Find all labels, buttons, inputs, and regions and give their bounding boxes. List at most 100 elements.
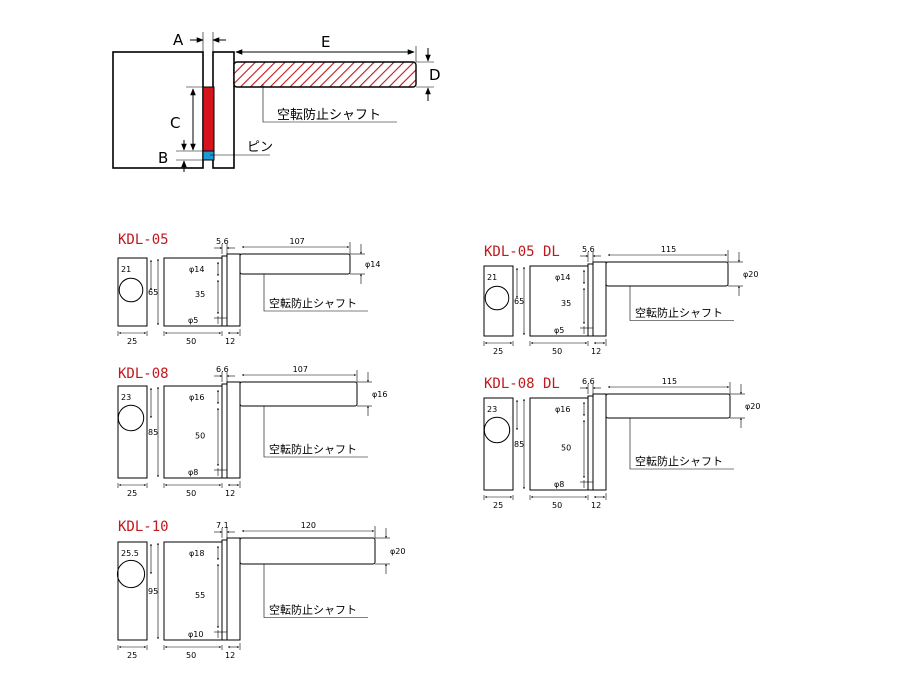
plate-dimension: 12 xyxy=(225,651,235,660)
wall-plate xyxy=(226,381,241,479)
middle-dimension: 35 xyxy=(561,299,571,308)
upper-diameter: φ16 xyxy=(555,405,570,414)
upper-diameter: φ16 xyxy=(189,393,204,402)
gap-dimension: 5.6 xyxy=(216,237,229,246)
model-title: KDL-05 xyxy=(118,232,169,248)
model-drawing-4: KDL-05 DL 21 25 65 50 12 5.6 φ14 35 φ5 115 φ20 空転防止シ… xyxy=(483,244,758,356)
hole-dimension: 23 xyxy=(121,393,131,402)
side-block xyxy=(117,257,148,327)
overview-diagram: A E D C B 空転防止シャフト ピン xyxy=(112,31,441,172)
base-dimension: 25 xyxy=(127,651,137,660)
lower-diameter: φ10 xyxy=(188,630,203,639)
plate-dimension: 12 xyxy=(591,347,601,356)
wall-plate xyxy=(226,537,241,641)
upper-diameter: φ14 xyxy=(189,265,204,274)
base-dimension: 25 xyxy=(127,489,137,498)
shaft-label: 空転防止シャフト xyxy=(269,296,357,310)
shaft-label: 空転防止シャフト xyxy=(635,306,723,320)
length-dimension: 107 xyxy=(290,237,305,246)
middle-dimension: 50 xyxy=(561,443,571,452)
dimension-c-label: C xyxy=(170,114,180,132)
side-block xyxy=(483,397,514,491)
pin-blue-part xyxy=(202,150,215,161)
length-dimension: 107 xyxy=(293,365,308,374)
shaft xyxy=(239,381,358,407)
hinge-red-part xyxy=(202,86,215,152)
wall-plate xyxy=(212,51,235,169)
height-dimension: 85 xyxy=(148,428,158,437)
hinge-strip xyxy=(221,383,228,479)
model-title: KDL-08 xyxy=(118,366,169,382)
shaft-callout: 空転防止シャフト xyxy=(277,107,381,123)
shaft-diameter: φ16 xyxy=(372,390,387,399)
dimension-a-label: A xyxy=(173,31,184,49)
shaft-diameter: φ14 xyxy=(365,260,380,269)
body-dimension: 50 xyxy=(186,337,196,346)
model-title: KDL-10 xyxy=(118,519,169,535)
base-dimension: 25 xyxy=(493,347,503,356)
plate-dimension: 12 xyxy=(225,489,235,498)
wall-plate xyxy=(592,261,607,337)
shaft-label: 空転防止シャフト xyxy=(635,454,723,468)
shaft-label: 空転防止シャフト xyxy=(269,442,357,456)
hole-dimension: 21 xyxy=(121,265,131,274)
wall-plate xyxy=(226,253,241,327)
dimension-e-label: E xyxy=(321,33,330,51)
keyhole xyxy=(484,285,510,311)
gap-dimension: 6.6 xyxy=(582,377,595,386)
keyhole xyxy=(117,404,145,432)
model-drawing-5: KDL-08 DL 23 25 85 50 12 6.6 φ16 50 φ8 115 φ20 空転防止シ… xyxy=(483,376,760,510)
height-dimension: 65 xyxy=(514,297,524,306)
shaft-diameter: φ20 xyxy=(743,270,758,279)
body-dimension: 50 xyxy=(186,651,196,660)
plate-dimension: 12 xyxy=(591,501,601,510)
length-dimension: 115 xyxy=(661,245,676,254)
height-dimension: 65 xyxy=(148,288,158,297)
keyhole xyxy=(116,559,146,589)
gap-dimension: 5.6 xyxy=(582,245,595,254)
shaft xyxy=(239,537,376,565)
body-dimension: 50 xyxy=(552,347,562,356)
wall-plate xyxy=(592,393,607,491)
middle-dimension: 55 xyxy=(195,591,205,600)
middle-dimension: 50 xyxy=(195,431,205,440)
hole-dimension: 25.5 xyxy=(121,549,139,558)
shaft-diameter: φ20 xyxy=(390,547,405,556)
gap-dimension: 7.1 xyxy=(216,521,229,530)
height-dimension: 85 xyxy=(514,440,524,449)
length-dimension: 115 xyxy=(662,377,677,386)
gap-dimension: 6.6 xyxy=(216,365,229,374)
pin-callout: ピン xyxy=(247,140,273,155)
model-drawings: KDL-05 21 25 65 50 12 5.6 φ14 35 φ5 107 φ14 空転防止シャフト… xyxy=(116,232,760,660)
anti-rotation-shaft xyxy=(233,61,417,88)
shaft xyxy=(605,393,731,419)
hinge-strip xyxy=(221,255,228,327)
lower-diameter: φ8 xyxy=(554,480,564,489)
hinge-strip xyxy=(587,395,594,491)
height-dimension: 95 xyxy=(148,587,158,596)
model-title: KDL-05 DL xyxy=(484,244,560,260)
lower-diameter: φ5 xyxy=(554,326,564,335)
hole-dimension: 21 xyxy=(487,273,497,282)
base-dimension: 25 xyxy=(493,501,503,510)
hole-dimension: 23 xyxy=(487,405,497,414)
side-block xyxy=(483,265,514,337)
side-block xyxy=(117,385,148,479)
shaft-diameter: φ20 xyxy=(745,402,760,411)
body-dimension: 50 xyxy=(186,489,196,498)
dimension-b-label: B xyxy=(158,149,168,167)
body-dimension: 50 xyxy=(552,501,562,510)
shaft xyxy=(239,253,351,275)
middle-dimension: 35 xyxy=(195,290,205,299)
model-title: KDL-08 DL xyxy=(484,376,560,392)
plate-dimension: 12 xyxy=(225,337,235,346)
hinge-strip xyxy=(587,263,594,337)
lower-diameter: φ5 xyxy=(188,316,198,325)
shaft xyxy=(605,261,729,287)
upper-diameter: φ14 xyxy=(555,273,570,282)
